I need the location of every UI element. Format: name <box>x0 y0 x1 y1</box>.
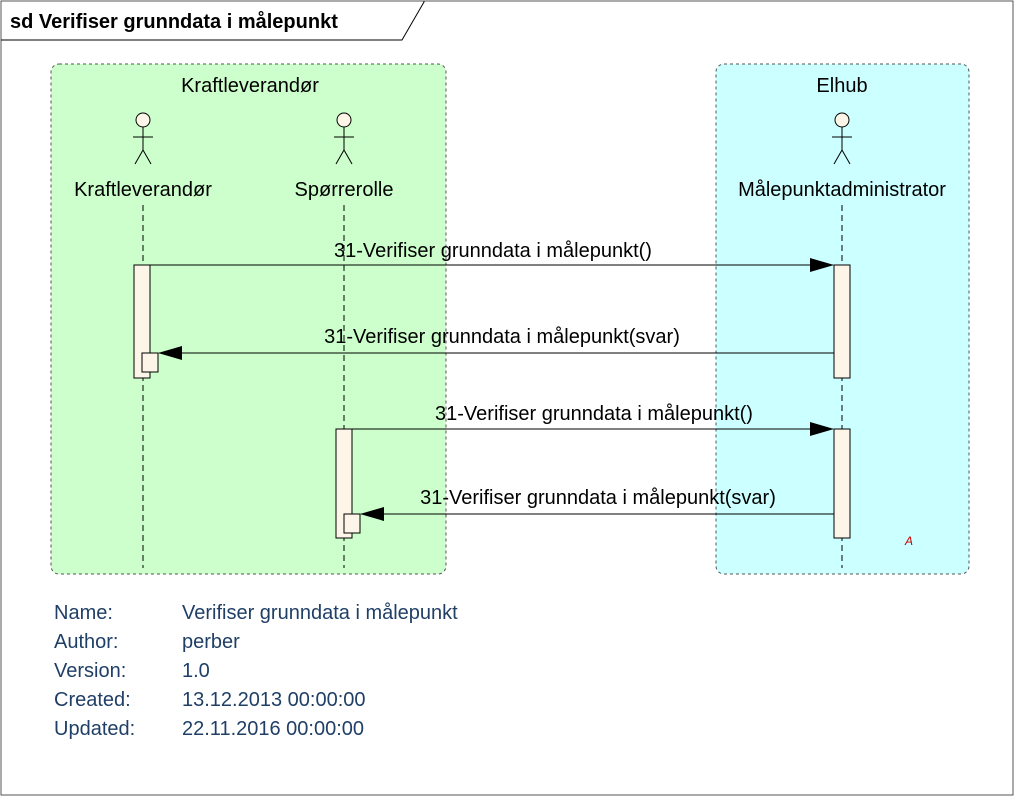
frame-title: sd Verifiser grunndata i målepunkt <box>10 10 338 33</box>
meta-created-label: Created: <box>54 689 131 711</box>
meta-author-value: perber <box>182 631 240 653</box>
meta-created-value: 13.12.2013 00:00:00 <box>182 689 366 711</box>
actor-name-sporrerolle: Spørrerolle <box>295 179 394 201</box>
meta-name-label: Name: <box>54 602 113 624</box>
activation-sporrerolle-nested <box>343 513 361 534</box>
meta-updated-label: Updated: <box>54 718 135 740</box>
activation-sporrerolle <box>335 428 353 539</box>
activation-kraftleverandor-nested <box>141 352 159 373</box>
activation-malepunktadministrator-1 <box>833 264 851 379</box>
group-title-elhub: Elhub <box>816 75 867 97</box>
metadata-block: Name: Verifiser grunndata i målepunkt Au… <box>54 602 458 740</box>
message-label-3: 31-Verifiser grunndata i målepunkt() <box>435 403 753 425</box>
meta-version-value: 1.0 <box>182 660 210 682</box>
message-label-1: 31-Verifiser grunndata i målepunkt() <box>334 240 652 262</box>
meta-author-label: Author: <box>54 631 118 653</box>
meta-updated-value: 22.11.2016 00:00:00 <box>182 718 364 740</box>
marker-a: A <box>904 534 913 548</box>
actor-icon-malepunktadministrator <box>832 112 852 165</box>
message-label-2: 31-Verifiser grunndata i målepunkt(svar) <box>324 326 680 348</box>
meta-name-value: Verifiser grunndata i målepunkt <box>182 602 458 624</box>
actor-name-malepunktadministrator: Målepunktadministrator <box>738 179 946 201</box>
frame-title-tab <box>1 1 425 41</box>
activation-malepunktadministrator-2 <box>833 428 851 539</box>
message-label-4: 31-Verifiser grunndata i målepunkt(svar) <box>420 487 776 509</box>
actor-icon-kraftleverandor <box>133 112 153 165</box>
actor-icon-sporrerolle <box>334 112 354 165</box>
actor-name-kraftleverandor: Kraftleverandør <box>74 179 212 201</box>
meta-version-label: Version: <box>54 660 126 682</box>
group-title-kraftleverandor: Kraftleverandør <box>181 75 319 97</box>
activation-kraftleverandor <box>133 264 151 379</box>
group-kraftleverandor <box>50 63 447 575</box>
